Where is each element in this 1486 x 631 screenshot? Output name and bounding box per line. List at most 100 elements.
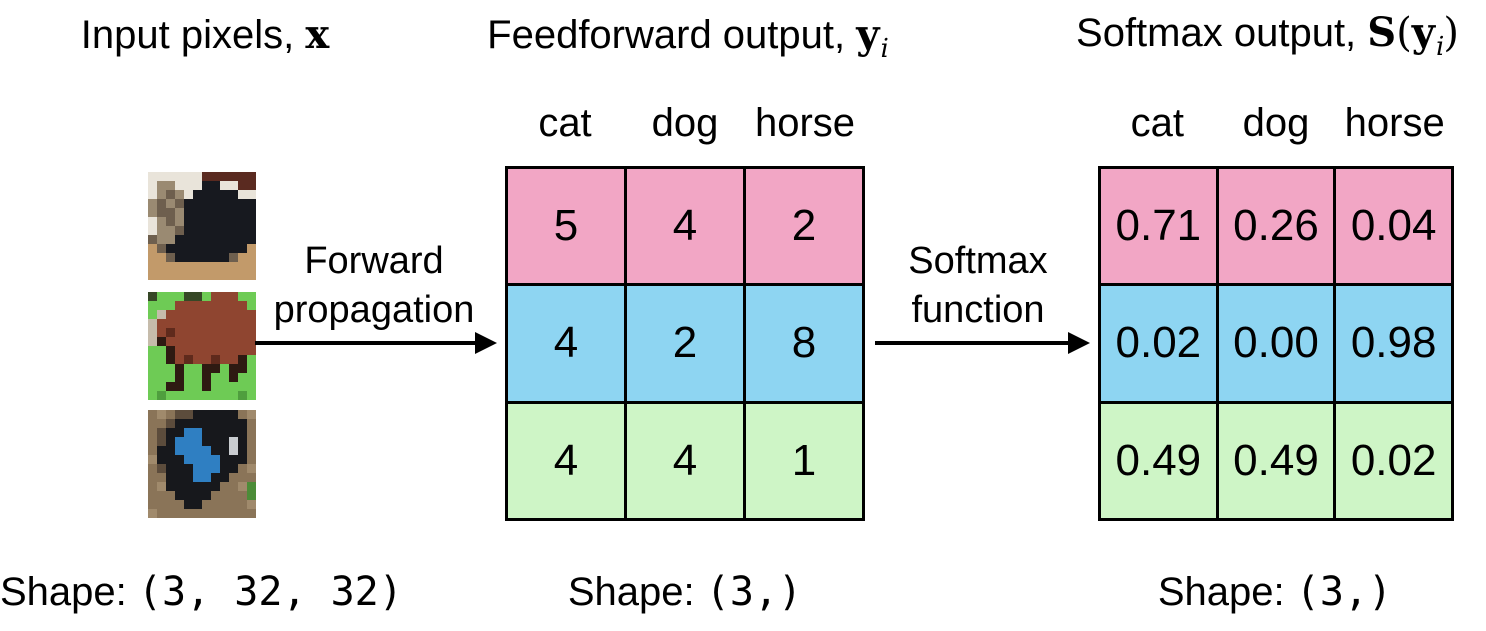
pixel <box>193 262 202 271</box>
pixel <box>193 190 202 199</box>
pixel <box>148 455 157 464</box>
matrix-cell: 1 <box>746 403 862 518</box>
pixel <box>166 181 175 190</box>
pixel <box>220 253 229 262</box>
pixel <box>220 446 229 455</box>
pixel <box>238 473 247 482</box>
pixel <box>166 446 175 455</box>
pixel <box>184 226 193 235</box>
pixel <box>157 482 166 491</box>
pixel <box>157 172 166 181</box>
pixel <box>220 244 229 253</box>
input-title-text: Input pixels, <box>80 13 295 57</box>
column-header-cat: cat <box>538 101 592 145</box>
pixel <box>211 217 220 226</box>
pixel <box>166 244 175 253</box>
pixel <box>157 509 166 518</box>
pixel <box>247 181 256 190</box>
pixel <box>148 319 157 328</box>
pixel <box>166 319 175 328</box>
pixel <box>175 319 184 328</box>
pixel <box>229 217 238 226</box>
pixel <box>166 491 175 500</box>
column-header-dog: dog <box>1242 101 1310 145</box>
pixel <box>247 244 256 253</box>
pixel <box>157 310 166 319</box>
pixel <box>193 199 202 208</box>
pixel <box>229 455 238 464</box>
pixel <box>229 244 238 253</box>
pixel <box>148 235 157 244</box>
matrix-cell: 0.98 <box>1336 286 1451 401</box>
pixel <box>184 428 193 437</box>
pixel <box>157 464 166 473</box>
pixel <box>247 364 256 373</box>
matrix-cell: 0.02 <box>1336 403 1451 518</box>
pixel <box>220 292 229 301</box>
pixel <box>157 208 166 217</box>
pixel <box>184 410 193 419</box>
pixel <box>166 455 175 464</box>
pixel <box>229 509 238 518</box>
pixel <box>202 190 211 199</box>
pixel <box>166 301 175 310</box>
pixel <box>184 446 193 455</box>
pixel <box>202 410 211 419</box>
pixel <box>193 217 202 226</box>
shape-prefix: Shape: <box>1157 570 1285 614</box>
matrix-cell: 5 <box>508 169 624 284</box>
input-panel-title: Input pixels, x <box>10 12 400 58</box>
pixel <box>229 262 238 271</box>
pixel <box>157 382 166 391</box>
pixel <box>175 271 184 280</box>
matrix-cell: 4 <box>508 286 624 401</box>
pixel <box>166 217 175 226</box>
pixel <box>193 500 202 509</box>
pixel <box>175 292 184 301</box>
pixel <box>193 346 202 355</box>
pixel <box>211 208 220 217</box>
pixel <box>202 373 211 382</box>
pixel <box>193 310 202 319</box>
pixel <box>220 491 229 500</box>
pixel <box>247 437 256 446</box>
column-header-dog: dog <box>651 101 719 145</box>
pixel <box>175 337 184 346</box>
pixel <box>202 482 211 491</box>
math-symbol-S: S <box>1367 9 1397 56</box>
pixel <box>247 346 256 355</box>
pixel <box>184 337 193 346</box>
pixel <box>175 482 184 491</box>
pixel <box>238 364 247 373</box>
pixel <box>166 355 175 364</box>
pixel <box>220 419 229 428</box>
pixel <box>211 491 220 500</box>
pixel <box>184 482 193 491</box>
pixel <box>157 346 166 355</box>
pixel <box>184 208 193 217</box>
pixel <box>166 437 175 446</box>
pixel <box>247 190 256 199</box>
pixel <box>247 491 256 500</box>
pixel <box>238 181 247 190</box>
pixel <box>220 190 229 199</box>
pixel <box>238 382 247 391</box>
pixel <box>148 473 157 482</box>
pixel <box>202 473 211 482</box>
horse-image <box>148 292 256 400</box>
pixel <box>247 455 256 464</box>
pixel <box>238 446 247 455</box>
forward-arrow-label: Forward propagation <box>250 237 498 335</box>
pixel <box>184 346 193 355</box>
pixel <box>247 355 256 364</box>
pixel <box>247 328 256 337</box>
pixel <box>220 262 229 271</box>
pixel <box>193 226 202 235</box>
pixel <box>175 391 184 400</box>
pixel <box>166 208 175 217</box>
pixel <box>166 500 175 509</box>
pixel <box>148 446 157 455</box>
pixel <box>220 391 229 400</box>
pixel <box>157 410 166 419</box>
